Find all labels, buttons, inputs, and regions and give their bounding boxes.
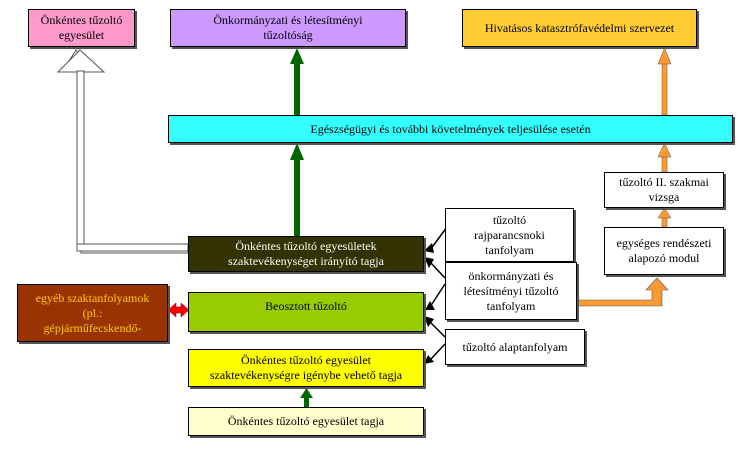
- hollow-arrow-head: [56, 49, 106, 73]
- green-arrow-top-shaft: [294, 62, 300, 117]
- arrow-staff-to-basic: [429, 321, 446, 338]
- arrowhead-staff-municipal: [425, 301, 435, 310]
- arrow-specialty-to-basic: [429, 343, 446, 361]
- green-arrow-mid-head: [290, 143, 304, 160]
- node-unified-module: egységes rendészeti alapozó modul: [604, 227, 724, 275]
- node-association-member: Önkéntes tűzoltó egyesület tagja: [188, 407, 424, 436]
- node-volunteer-association: Önkéntes tűzoltó egyesület: [28, 9, 135, 47]
- hollow-arrow-horizontal: [76, 243, 189, 252]
- arrowhead-staff-basic: [424, 316, 434, 327]
- orange-arrow-top-shaft: [661, 61, 668, 116]
- node-staff-firefighter-label: Beosztott tűzoltó: [265, 299, 347, 313]
- green-arrow-bottom-head: [300, 388, 313, 398]
- node-specialty-member: Önkéntes tűzoltó egyesület szaktevékenys…: [188, 349, 424, 387]
- node-chief-course-label: tűzoltó rajparancsnoki tanfolyam: [474, 212, 545, 257]
- arrowhead-director-municipal: [424, 257, 434, 268]
- node-association-member-label: Önkéntes tűzoltó egyesület tagja: [227, 414, 385, 428]
- orange-arrow-exam-shaft: [661, 154, 668, 173]
- node-volunteer-association-label: Önkéntes tűzoltó egyesület: [40, 13, 123, 42]
- node-exam-ii: tűzoltó II. szakmai vizsga: [604, 172, 724, 208]
- node-professional-disaster-label: Hivatásos katasztrófavédelmi szervezet: [484, 20, 675, 35]
- node-staff-firefighter: Beosztott tűzoltó: [188, 292, 424, 332]
- node-director-member: Önkéntes tűzoltó egyesületek szaktevéken…: [188, 236, 424, 272]
- arrowhead-director-chief: [424, 243, 434, 253]
- node-health-requirements: Egészségügyi és további követelmények te…: [168, 115, 733, 143]
- green-arrow-mid-shaft: [294, 158, 300, 236]
- orange-arrow-exam-head: [657, 142, 672, 158]
- green-arrow-top-head: [290, 48, 304, 64]
- green-arrow-bottom-shaft: [304, 397, 309, 407]
- node-other-courses: egyéb szaktanfolyamok (pl.: gépjárműfecs…: [17, 284, 168, 342]
- node-municipal-course-label: önkormányzati és létesítményi tűzoltó ta…: [463, 268, 559, 313]
- node-professional-disaster: Hivatásos katasztrófavédelmi szervezet: [462, 9, 697, 47]
- node-basic-course-label: tűzoltó alaptanfolyam: [462, 339, 568, 354]
- node-other-courses-label: egyéb szaktanfolyamok (pl.: gépjárműfecs…: [35, 291, 150, 335]
- node-exam-ii-label: tűzoltó II. szakmai vizsga: [619, 175, 709, 204]
- arrowhead-specialty-basic: [424, 355, 434, 364]
- red-double-arrow: [167, 302, 190, 318]
- arrow-director-to-chief: [429, 226, 448, 251]
- node-basic-course: tűzoltó alaptanfolyam: [445, 329, 585, 365]
- arrow-staff-to-municipal: [429, 283, 446, 308]
- node-health-requirements-label: Egészségügyi és további követelmények te…: [310, 121, 591, 136]
- orange-arrow-top-head: [657, 47, 672, 65]
- node-chief-course: tűzoltó rajparancsnoki tanfolyam: [445, 208, 574, 262]
- node-municipal-facility-fire-label: Önkormányzati és létesítményi tűzoltóság: [213, 13, 363, 42]
- node-specialty-member-label: Önkéntes tűzoltó egyesület szaktevékenys…: [209, 353, 403, 382]
- arrow-director-to-municipal: [429, 261, 446, 279]
- node-municipal-course: önkormányzati és létesítményi tűzoltó ta…: [445, 262, 577, 320]
- node-municipal-facility-fire: Önkormányzati és létesítményi tűzoltóság: [170, 9, 406, 47]
- hollow-arrow-shaft: [76, 70, 85, 252]
- node-unified-module-label: egységes rendészeti alapozó modul: [616, 236, 712, 265]
- orange-arrow-module-head: [657, 207, 672, 219]
- orange-arrow-course-to-module: [576, 277, 669, 307]
- node-director-member-label: Önkéntes tűzoltó egyesületek szaktevéken…: [228, 239, 384, 268]
